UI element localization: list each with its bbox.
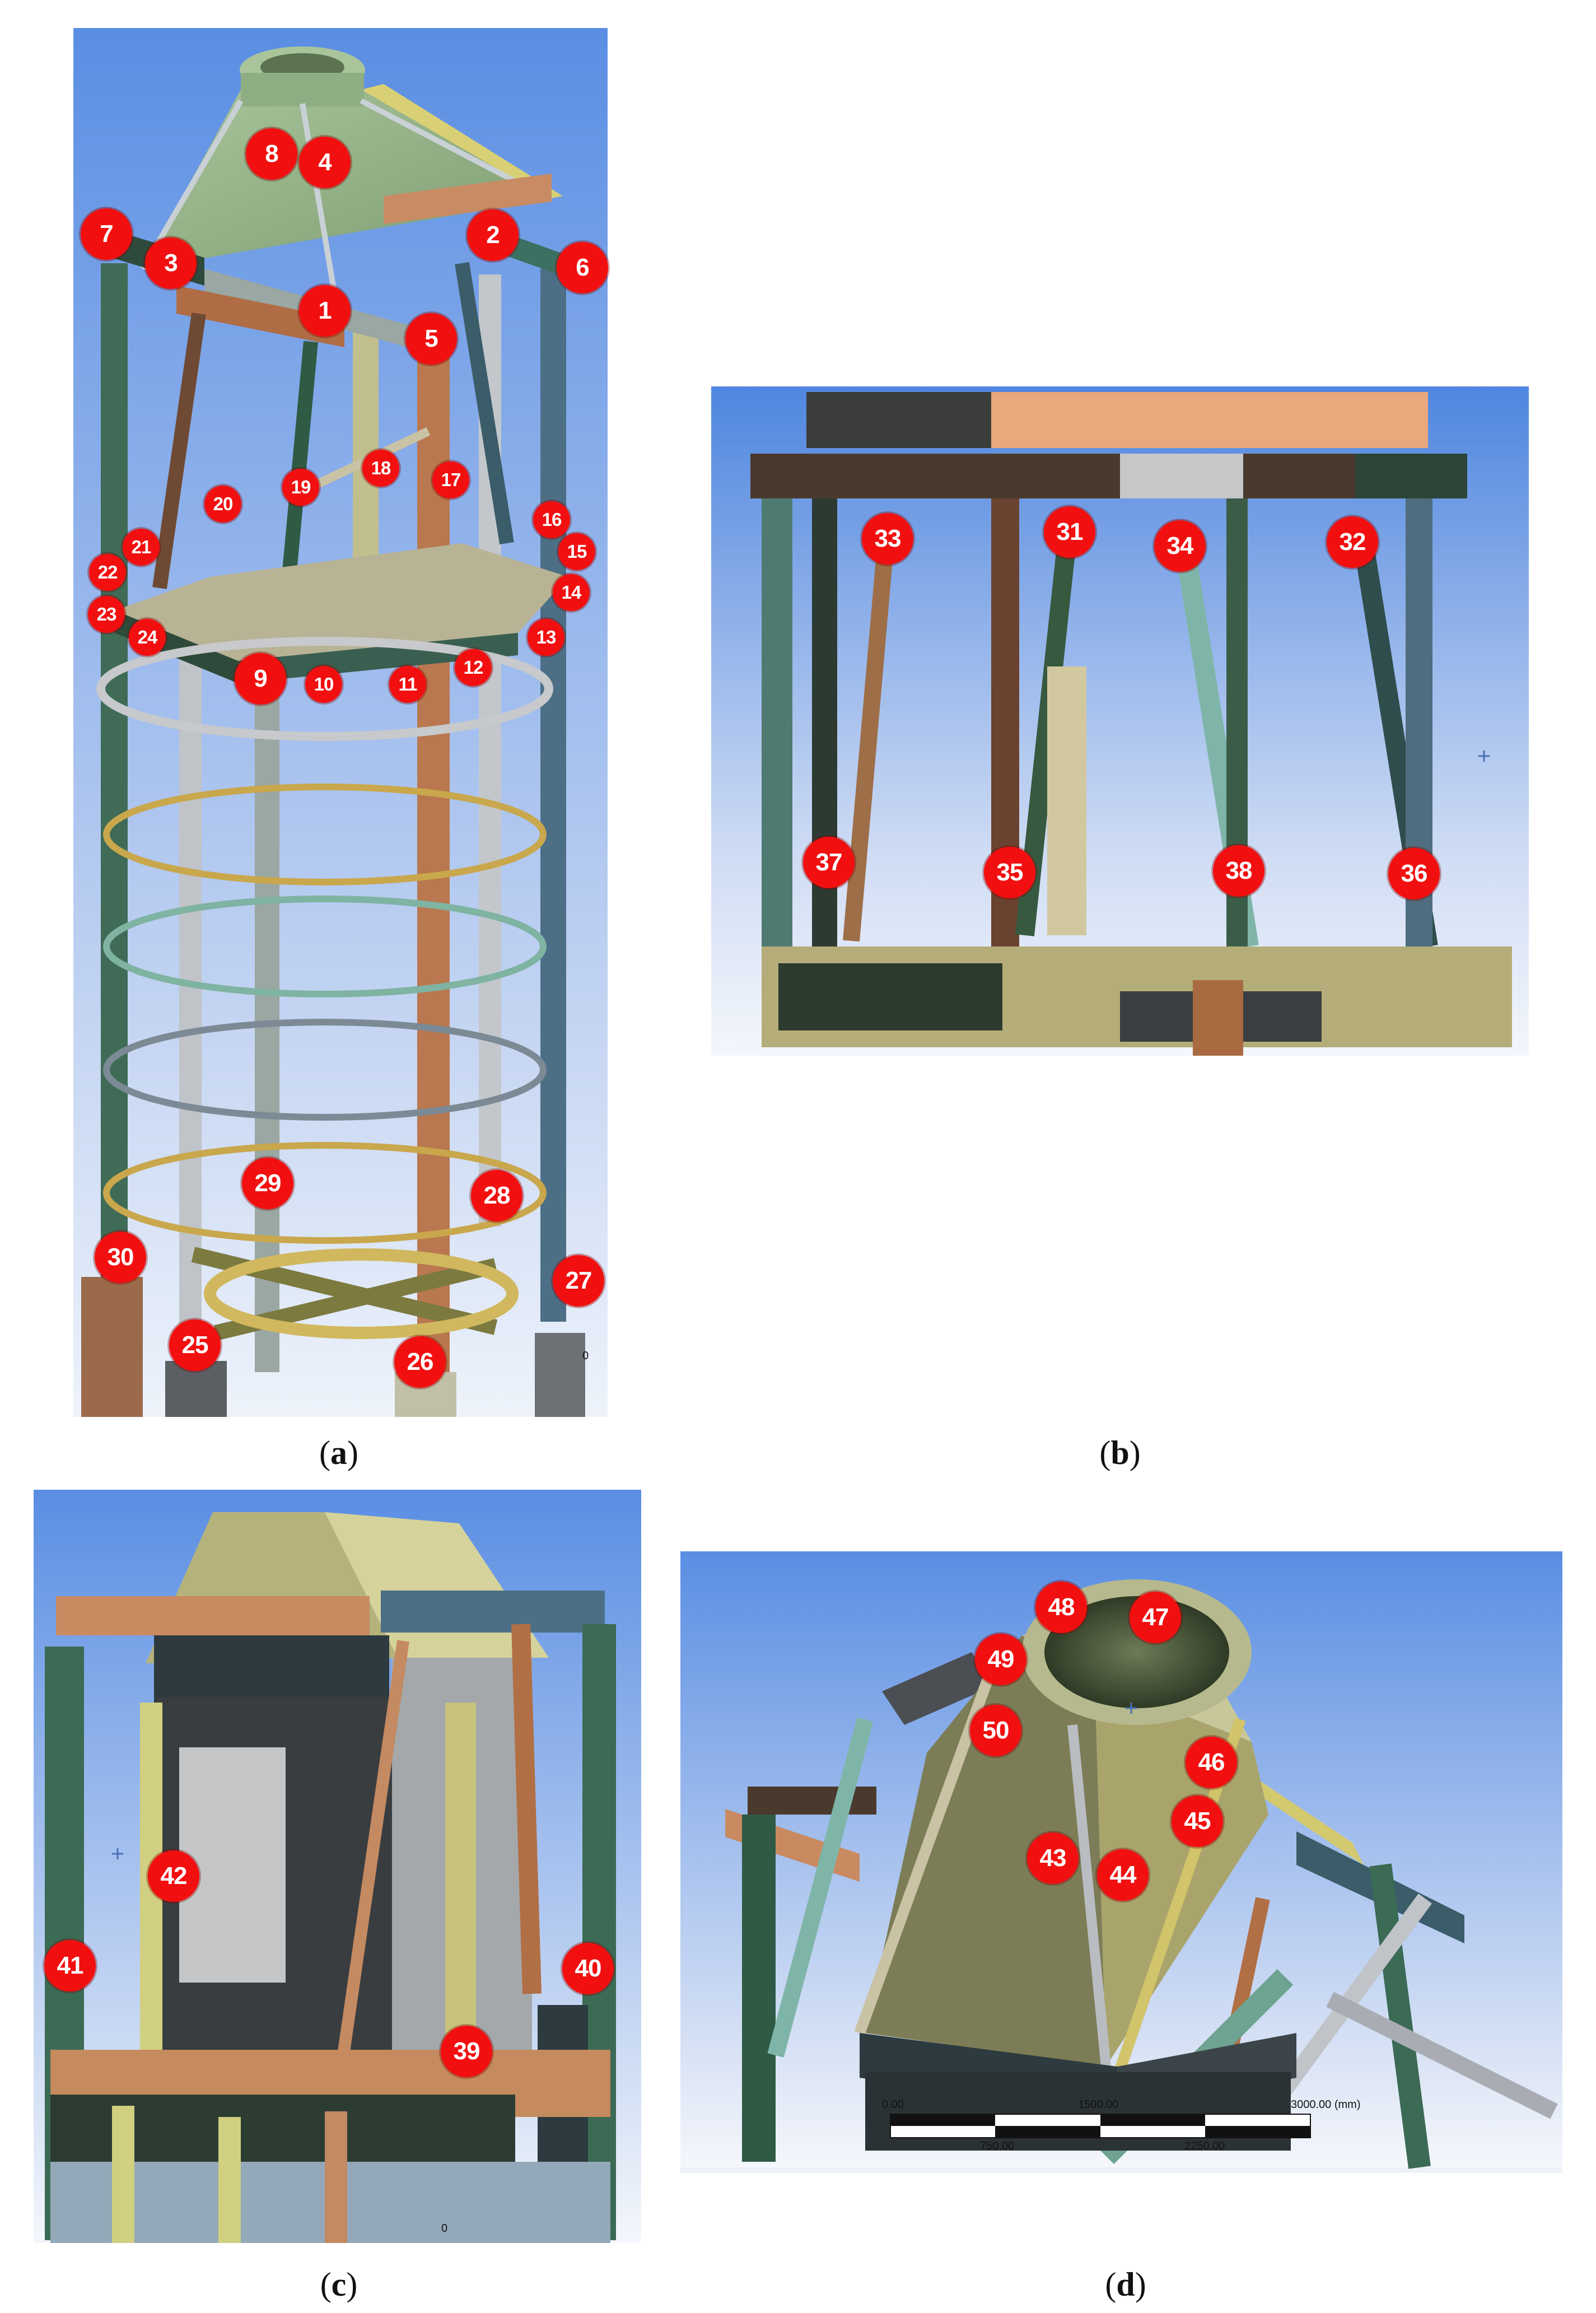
panel-b-structure [711, 386, 1529, 1056]
marker-7: 7 [81, 208, 132, 260]
marker-5: 5 [405, 313, 457, 365]
marker-44: 44 [1097, 1849, 1149, 1901]
marker-1: 1 [299, 285, 351, 337]
marker-6: 6 [557, 242, 608, 293]
panel-c-structure [34, 1490, 641, 2243]
marker-28: 28 [471, 1170, 522, 1221]
marker-32: 32 [1327, 516, 1378, 568]
marker-34: 34 [1154, 520, 1206, 572]
panel-c: 0 [34, 1490, 641, 2243]
panel-a-origin-label: 0 [582, 1350, 589, 1362]
marker-38: 38 [1213, 845, 1264, 897]
marker-27: 27 [553, 1255, 604, 1307]
panel-a-structure [70, 28, 608, 1417]
marker-46: 46 [1186, 1737, 1237, 1788]
marker-31: 31 [1044, 506, 1095, 558]
marker-47: 47 [1130, 1592, 1181, 1643]
marker-29: 29 [242, 1158, 293, 1209]
marker-4: 4 [299, 137, 351, 188]
marker-36: 36 [1388, 848, 1440, 899]
marker-8: 8 [246, 128, 297, 180]
marker-41: 41 [44, 1940, 96, 1992]
marker-3: 3 [145, 237, 197, 289]
panel-d-structure [680, 1551, 1562, 2173]
panel-c-origin-label: 0 [441, 2222, 448, 2235]
scale-label-750: 750.00 [980, 2140, 1015, 2152]
marker-26: 26 [394, 1336, 446, 1388]
marker-14: 14 [553, 574, 590, 611]
marker-25: 25 [169, 1319, 221, 1371]
marker-42: 42 [148, 1850, 199, 1902]
marker-20: 20 [204, 486, 241, 523]
marker-10: 10 [305, 666, 342, 703]
caption-d: (d) [1105, 2266, 1146, 2303]
scale-label-3000: 3000.00 (mm) [1291, 2099, 1361, 2111]
scale-label-0: 0.00 [882, 2099, 904, 2111]
marker-2: 2 [467, 209, 519, 261]
marker-40: 40 [562, 1943, 614, 1994]
panel-a: 0 [70, 28, 608, 1417]
marker-9: 9 [235, 653, 286, 705]
marker-33: 33 [862, 513, 913, 565]
panel-b [711, 386, 1529, 1056]
marker-35: 35 [984, 847, 1035, 898]
caption-b: (b) [1099, 1434, 1141, 1471]
marker-37: 37 [803, 837, 855, 888]
marker-30: 30 [95, 1232, 146, 1283]
marker-23: 23 [88, 596, 125, 633]
marker-45: 45 [1172, 1796, 1223, 1847]
marker-19: 19 [282, 469, 319, 506]
marker-11: 11 [389, 666, 426, 703]
marker-43: 43 [1027, 1832, 1079, 1884]
marker-16: 16 [533, 501, 570, 538]
marker-12: 12 [455, 649, 492, 686]
marker-50: 50 [970, 1705, 1021, 1756]
marker-21: 21 [123, 529, 160, 566]
caption-c: (c) [320, 2266, 358, 2303]
scale-label-1500: 1500.00 [1078, 2099, 1119, 2111]
scale-label-2250: 2250.00 [1184, 2140, 1225, 2152]
marker-48: 48 [1035, 1582, 1087, 1633]
marker-18: 18 [362, 450, 399, 487]
marker-49: 49 [975, 1634, 1026, 1685]
caption-a: (a) [319, 1434, 358, 1471]
marker-24: 24 [129, 619, 166, 656]
marker-17: 17 [432, 461, 469, 498]
marker-13: 13 [528, 619, 564, 656]
marker-15: 15 [558, 533, 595, 570]
marker-22: 22 [89, 554, 126, 591]
panel-d: 0.00 1500.00 3000.00 (mm) 750.00 2250.00 [680, 1551, 1562, 2173]
marker-39: 39 [441, 2026, 492, 2077]
